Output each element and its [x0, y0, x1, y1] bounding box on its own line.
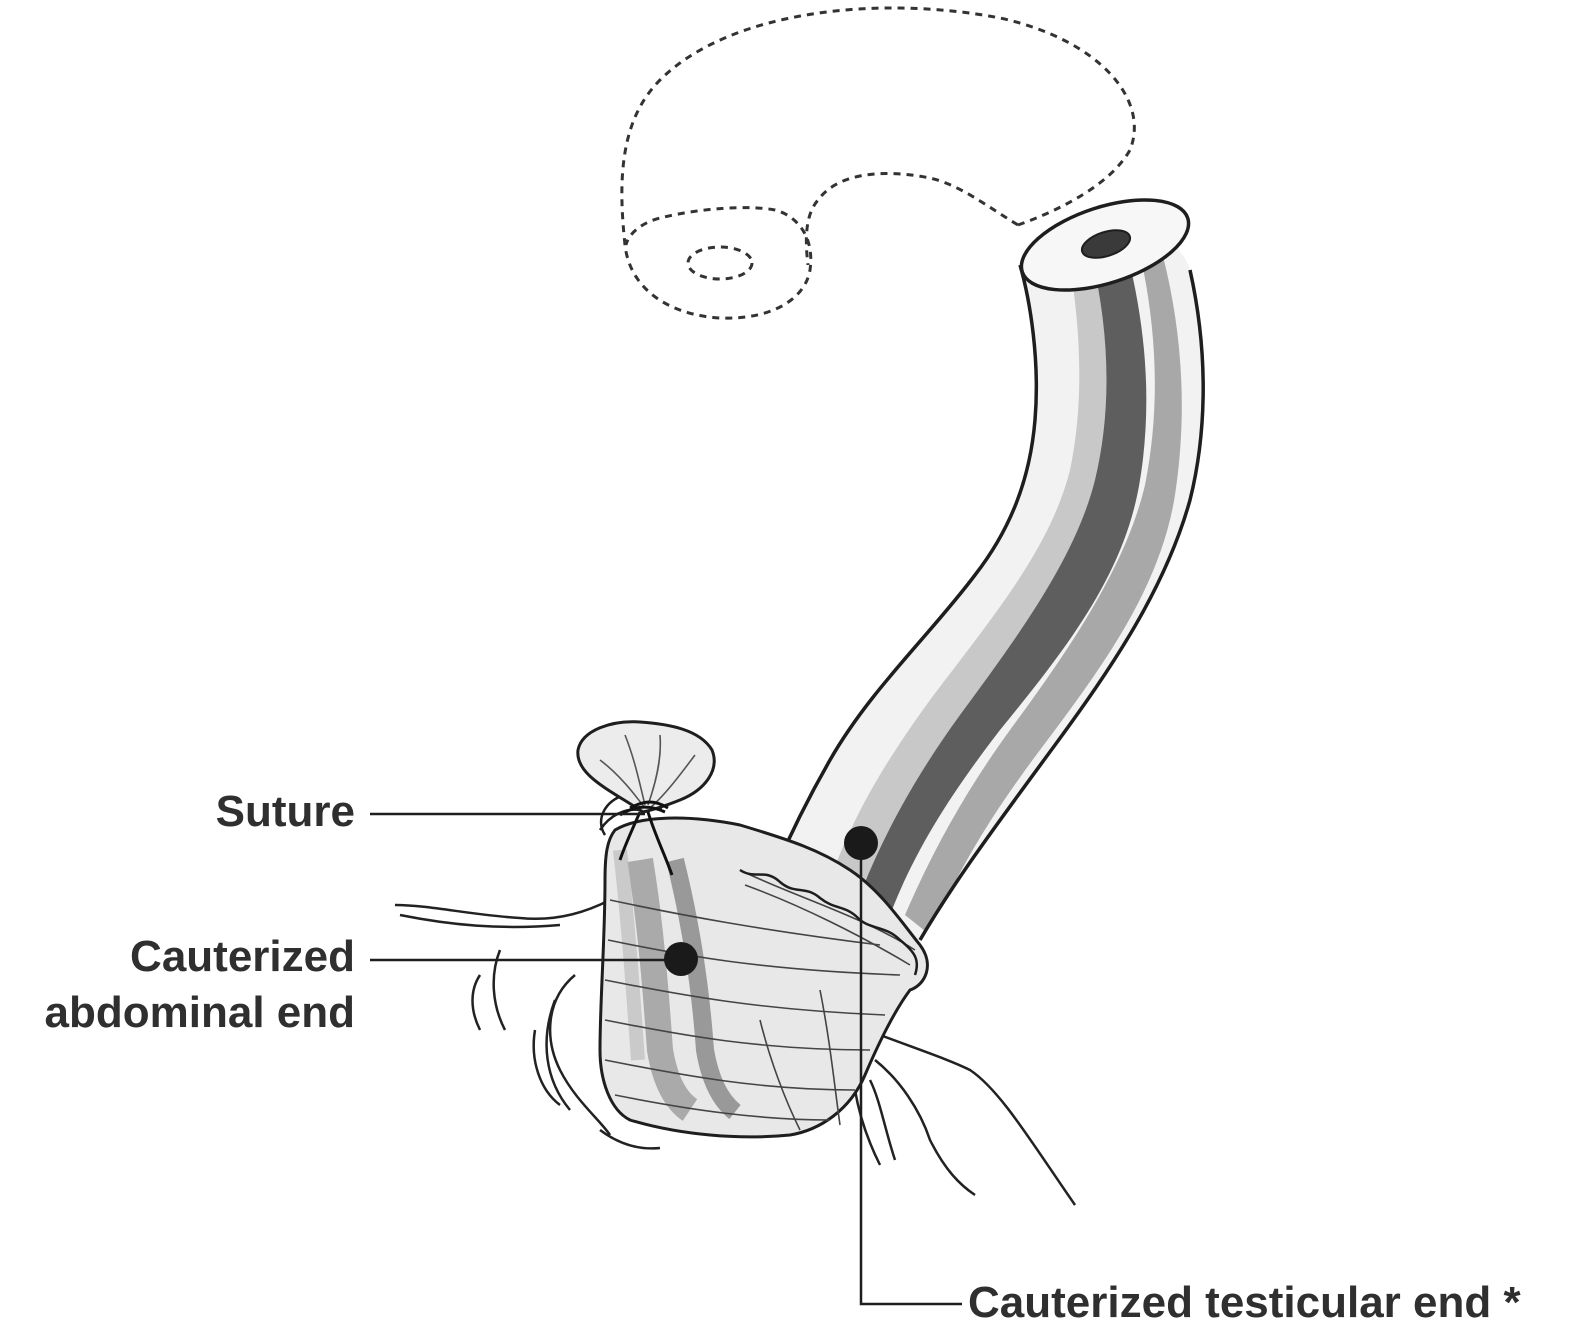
abdominal-end-label-line2: abdominal end: [0, 986, 355, 1040]
abdominal-end-marker: [664, 942, 698, 976]
testicular-end-marker: [844, 826, 878, 860]
vas-deferens-tube: [775, 182, 1203, 940]
testicular-end-label: Cauterized testicular end *: [968, 1276, 1521, 1330]
abdominal-end-label-line1: Cauterized: [40, 930, 355, 984]
suture-label: Suture: [150, 785, 355, 839]
